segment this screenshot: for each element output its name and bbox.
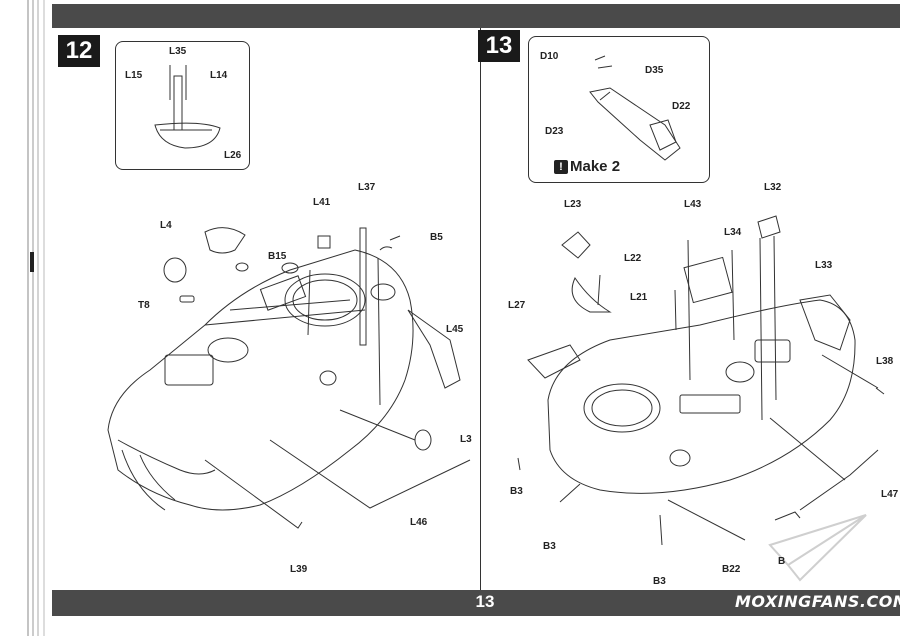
top-bar: [52, 4, 900, 28]
label-L21: L21: [630, 292, 648, 303]
label-L3: L3: [460, 434, 472, 445]
warning-icon: !: [554, 160, 568, 174]
label-L26: L26: [224, 150, 242, 161]
label-L23: L23: [564, 199, 582, 210]
page-number: 13: [475, 592, 495, 611]
watermark-text: MOXINGFANS.COM: [735, 592, 900, 611]
label-L14: L14: [210, 70, 228, 81]
label-L45: L45: [446, 324, 464, 335]
label-L38: L38: [876, 356, 894, 367]
make-two-note: !Make 2: [554, 158, 620, 175]
label-B3-a: B3: [510, 486, 523, 497]
label-B-partial: B: [778, 556, 786, 567]
label-L33: L33: [815, 260, 833, 271]
label-B3-b: B3: [543, 541, 556, 552]
label-B3-c: B3: [653, 576, 666, 587]
label-L35: L35: [169, 46, 187, 57]
binding-edge: [24, 0, 52, 636]
step-13-number: 13: [478, 30, 520, 62]
label-L39: L39: [290, 564, 308, 575]
label-L32: L32: [764, 182, 782, 193]
label-T8: T8: [138, 300, 150, 311]
step-12-number: 12: [58, 35, 100, 67]
label-D10: D10: [540, 51, 559, 62]
label-L46: L46: [410, 517, 428, 528]
label-L41: L41: [313, 197, 331, 208]
label-L15: L15: [125, 70, 143, 81]
label-D22: D22: [672, 101, 691, 112]
label-D23: D23: [545, 126, 564, 137]
label-L34: L34: [724, 227, 742, 238]
label-L22: L22: [624, 253, 642, 264]
label-L4: L4: [160, 220, 172, 231]
label-L37: L37: [358, 182, 376, 193]
label-B22: B22: [722, 564, 741, 575]
label-L43: L43: [684, 199, 702, 210]
label-B5: B5: [430, 232, 443, 243]
step-13-inset: [528, 36, 710, 183]
label-L47: L47: [881, 489, 899, 500]
page-divider: [480, 28, 481, 590]
label-L27: L27: [508, 300, 526, 311]
label-D35: D35: [645, 65, 664, 76]
bottom-bar: [52, 590, 900, 616]
label-B15: B15: [268, 251, 287, 262]
